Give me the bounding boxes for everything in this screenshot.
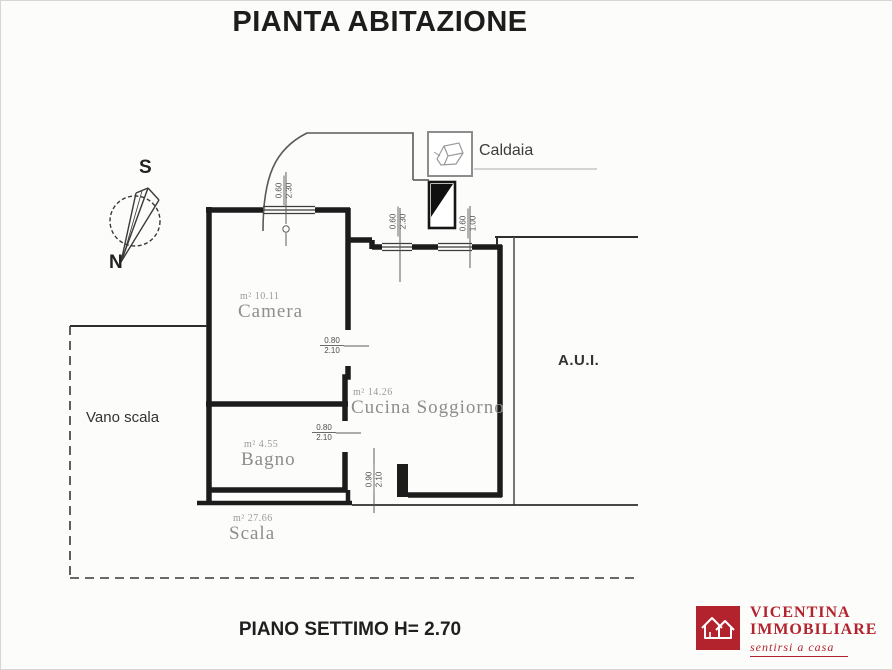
- dimension-lines: [282, 172, 471, 513]
- compass-north-label: N: [109, 252, 123, 273]
- room-cucina-name: Cucina Soggiorno: [351, 397, 505, 418]
- room-bagno-area: m² 4.55: [244, 439, 279, 450]
- dim-height: 2.10: [374, 471, 384, 488]
- room-cucina-area: m² 14.26: [353, 387, 393, 398]
- dim-width: 0.60: [458, 208, 469, 239]
- room-bagno-name: Bagno: [241, 449, 296, 470]
- dim-width: 0.60: [388, 206, 399, 237]
- page-title: PIANTA ABITAZIONE: [232, 6, 528, 38]
- room-camera-area: m² 10.11: [240, 291, 280, 302]
- zone-aui-label: A.U.I.: [558, 352, 600, 369]
- dim-width: 0.60: [274, 175, 285, 206]
- agency-logo-house-icon: [696, 606, 740, 650]
- dim-width: 0.80: [312, 423, 336, 433]
- agency-name-line1: VICENTINA: [750, 604, 851, 621]
- dim-window-cucina-left: 0.60 2.30: [388, 206, 408, 237]
- dashed-boundary: [69, 326, 637, 579]
- dim-window-camera: 0.60 2.30: [274, 175, 294, 206]
- room-scala-area: m² 27.66: [233, 513, 273, 524]
- compass-south-label: S: [139, 157, 152, 178]
- caldaia-label: Caldaia: [479, 142, 534, 159]
- window-symbols: [263, 205, 472, 252]
- caldaia-icon: [427, 131, 473, 177]
- compass-rose-icon: [109, 187, 161, 263]
- dim-height: 2.30: [284, 182, 294, 199]
- boundary-lines: [70, 236, 638, 506]
- agency-logo: VICENTINA IMMOBILIARE sentirsi a casa: [688, 598, 888, 664]
- dim-width: 0.90: [364, 464, 375, 495]
- dim-door-cucina: 0.90 2.10: [364, 464, 384, 495]
- wall-pillar: [397, 464, 408, 497]
- dim-height: 2.30: [398, 213, 408, 230]
- agency-logo-text: VICENTINA IMMOBILIARE sentirsi a casa: [750, 604, 877, 657]
- floor-caption: PIANO SETTIMO H= 2.70: [238, 619, 462, 640]
- dim-height: 2.10: [324, 346, 340, 355]
- dim-height: 2.10: [316, 433, 332, 442]
- agency-name-line2: IMMOBILIARE: [750, 621, 878, 638]
- zone-vano-scala-label: Vano scala: [86, 409, 160, 426]
- boiler-marker: [427, 180, 457, 230]
- agency-tagline: sentirsi a casa: [750, 639, 849, 657]
- dim-door-camera: 0.80 2.10: [320, 336, 344, 355]
- room-scala-name: Scala: [229, 523, 276, 544]
- dim-door-bagno: 0.80 2.10: [312, 423, 336, 442]
- dim-window-cucina-right: 0.60 1.00: [458, 208, 478, 239]
- room-camera-name: Camera: [238, 301, 304, 322]
- walls: [197, 207, 503, 506]
- dim-height: 1.00: [468, 215, 478, 232]
- dim-width: 0.80: [320, 336, 344, 346]
